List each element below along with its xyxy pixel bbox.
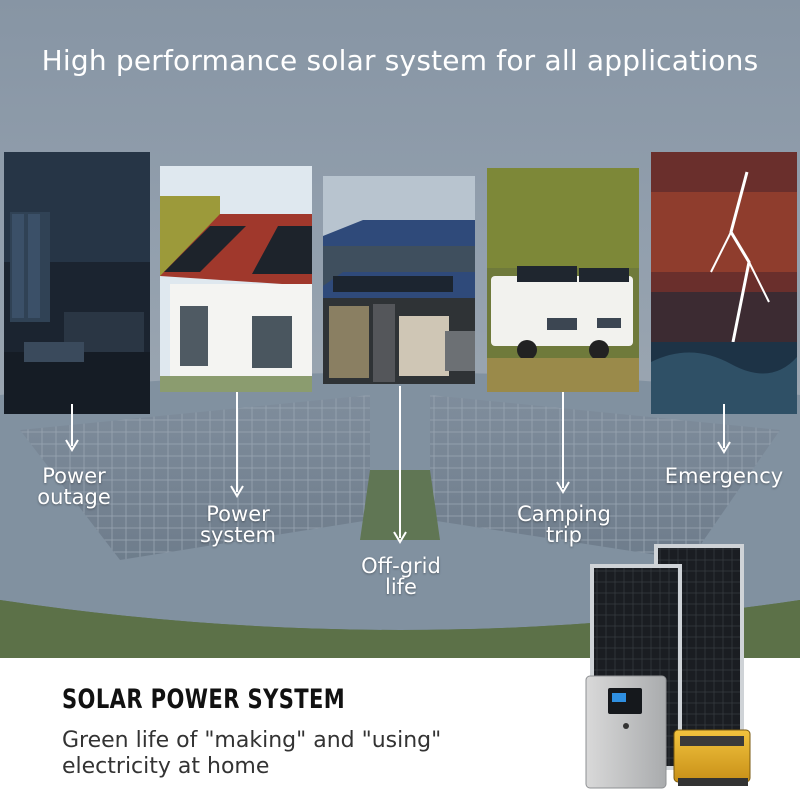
label-power-outage: Power outage [22,466,126,508]
arrow-emergency [717,404,731,454]
camper-image [487,168,639,392]
house-image [160,166,312,392]
label-line: system [200,523,276,547]
arrow-off-grid-life [393,386,407,544]
label-line: life [385,575,417,599]
dark-room-image [4,152,150,414]
photo-power-system [160,166,312,392]
label-line: Off-grid [361,554,441,578]
label-line: trip [545,523,583,547]
arrow-power-system [230,392,244,498]
label-emergency: Emergency [656,466,792,487]
label-line: Emergency [664,464,784,488]
modern-house-image [323,176,475,384]
storm-image [651,152,797,414]
label-line: Power [206,502,270,526]
photo-off-grid-life [323,176,475,384]
photo-power-outage [4,152,150,414]
arrow-power-outage [65,404,79,452]
product-image [585,544,751,789]
product-title: SOLAR POWER SYSTEM [62,684,346,715]
photo-camping-trip [487,168,639,392]
label-power-system: Power system [186,504,290,546]
label-line: Power [42,464,106,488]
arrow-camping-trip [556,392,570,494]
label-line: outage [37,485,111,509]
label-off-grid-life: Off-grid life [346,556,456,598]
photo-emergency [651,152,797,414]
label-line: Camping [517,502,611,526]
label-camping-trip: Camping trip [506,504,622,546]
page-headline: High performance solar system for all ap… [41,44,759,77]
product-subtitle: Green life of "making" and "using" elect… [62,728,442,779]
